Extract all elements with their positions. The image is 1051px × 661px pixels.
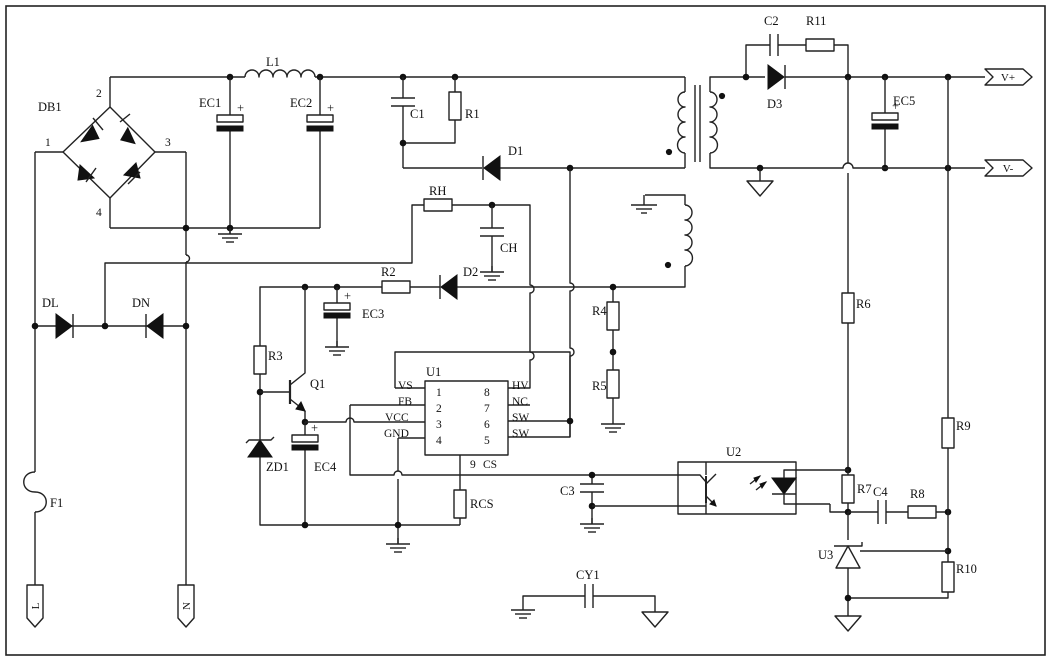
label-d3: D3 [767, 97, 782, 111]
label-r3: R3 [268, 349, 283, 363]
port-vminus [984, 159, 1033, 177]
svg-text:4: 4 [436, 435, 442, 447]
label-r8: R8 [910, 487, 925, 501]
port-l-label: L [30, 602, 42, 609]
optocoupler-u2 [677, 461, 797, 515]
diode-dn [146, 313, 164, 339]
port-vplus-label: V+ [1001, 72, 1015, 84]
ic-u1: U1 R4 R5 RCS VS 1 FB 2 VCC 3 [305, 168, 626, 553]
diode-dl [55, 313, 73, 339]
label-r6: R6 [856, 297, 871, 311]
bridge-pin-1: 1 [45, 137, 51, 149]
label-ec4: EC4 [314, 460, 337, 474]
label-r1: R1 [465, 107, 480, 121]
label-r10: R10 [956, 562, 977, 576]
shunt-regulator-u3 [835, 545, 861, 569]
svg-text:5: 5 [484, 435, 490, 447]
label-rcs: RCS [470, 497, 494, 511]
regulator-section: R6 R7 C4 R8 R9 U3 R10 [818, 77, 977, 632]
port-n-label: N [181, 602, 193, 610]
label-dl: DL [42, 296, 59, 310]
port-l [26, 584, 44, 628]
svg-text:+: + [892, 99, 899, 113]
svg-text:3: 3 [436, 419, 442, 431]
label-rh: RH [429, 184, 446, 198]
svg-text:VS: VS [398, 380, 413, 392]
bulk-section: + + EC1 L1 EC2 C1 R1 D1 [110, 55, 685, 243]
label-cy1: CY1 [576, 568, 600, 582]
sheet-border [5, 5, 1046, 656]
label-c3: C3 [560, 484, 575, 498]
bridge-pin-3: 3 [165, 137, 171, 149]
y-capacitor-cy1: CY1 [510, 568, 669, 628]
svg-text:GND: GND [384, 428, 409, 440]
label-r5: R5 [592, 379, 607, 393]
svg-text:SW: SW [512, 412, 529, 424]
inductor-l1 [244, 69, 316, 78]
input-section: L N DL DN F1 [23, 152, 424, 628]
label-ch: CH [500, 241, 517, 255]
svg-text:6: 6 [484, 419, 490, 431]
label-l1: L1 [266, 55, 280, 69]
label-r9: R9 [956, 419, 971, 433]
label-u2: U2 [726, 445, 741, 459]
ic-u1-body [424, 380, 509, 456]
zener-zd1 [247, 439, 273, 458]
label-r11: R11 [806, 14, 826, 28]
svg-text:NC: NC [512, 396, 528, 408]
vcc-regulator: + R3 Q1 ZD1 EC4 [245, 287, 337, 529]
port-n [177, 584, 195, 628]
label-ec3: EC3 [362, 307, 384, 321]
port-vminus-label: V- [1003, 163, 1014, 175]
feedback-section: C3 U2 [560, 445, 830, 533]
svg-text:2: 2 [436, 403, 442, 415]
label-zd1: ZD1 [266, 460, 289, 474]
diode-d1 [483, 155, 501, 181]
label-c2: C2 [764, 14, 779, 28]
svg-text:7: 7 [484, 403, 490, 415]
label-u3: U3 [818, 548, 833, 562]
svg-text:HV: HV [512, 380, 529, 392]
svg-text:FB: FB [398, 396, 412, 408]
label-d2: D2 [463, 265, 478, 279]
svg-text:+: + [344, 289, 351, 303]
label-r2: R2 [381, 265, 396, 279]
svg-text:8: 8 [484, 387, 490, 399]
svg-text:VCC: VCC [385, 412, 409, 424]
label-d1: D1 [508, 144, 523, 158]
svg-text:1: 1 [436, 387, 442, 399]
label-r7: R7 [857, 482, 872, 496]
label-c4: C4 [873, 485, 888, 499]
label-dn: DN [132, 296, 150, 310]
svg-text:+: + [237, 101, 244, 115]
diode-d2 [440, 274, 458, 300]
label-ec5: EC5 [893, 94, 915, 108]
transformer [460, 76, 765, 288]
label-c1: C1 [410, 107, 425, 121]
label-db1: DB1 [38, 100, 62, 114]
svg-text:CS: CS [483, 459, 497, 471]
diode-d3 [767, 64, 785, 90]
bridge-pin-4: 4 [96, 207, 102, 219]
label-ec2: EC2 [290, 96, 312, 110]
label-f1: F1 [50, 496, 63, 510]
secondary-section: + V+ V- C2 R11 D3 EC5 [742, 14, 1033, 197]
port-vplus [984, 68, 1033, 86]
svg-text:9: 9 [470, 459, 476, 471]
u1-pin-labels: VS 1 FB 2 VCC 3 GND 4 HV 8 NC 7 SW 6 SW … [384, 380, 529, 471]
bridge-db1: DB1 1 2 3 4 [35, 77, 186, 228]
bridge-pin-2: 2 [96, 88, 102, 100]
label-ec1: EC1 [199, 96, 221, 110]
label-r4: R4 [592, 304, 607, 318]
startup-section: + RH CH D2 R2 EC3 [259, 184, 535, 526]
svg-text:+: + [327, 101, 334, 115]
svg-text:SW: SW [512, 428, 529, 440]
label-q1: Q1 [310, 377, 325, 391]
label-u1: U1 [426, 365, 441, 379]
svg-text:+: + [311, 421, 318, 435]
